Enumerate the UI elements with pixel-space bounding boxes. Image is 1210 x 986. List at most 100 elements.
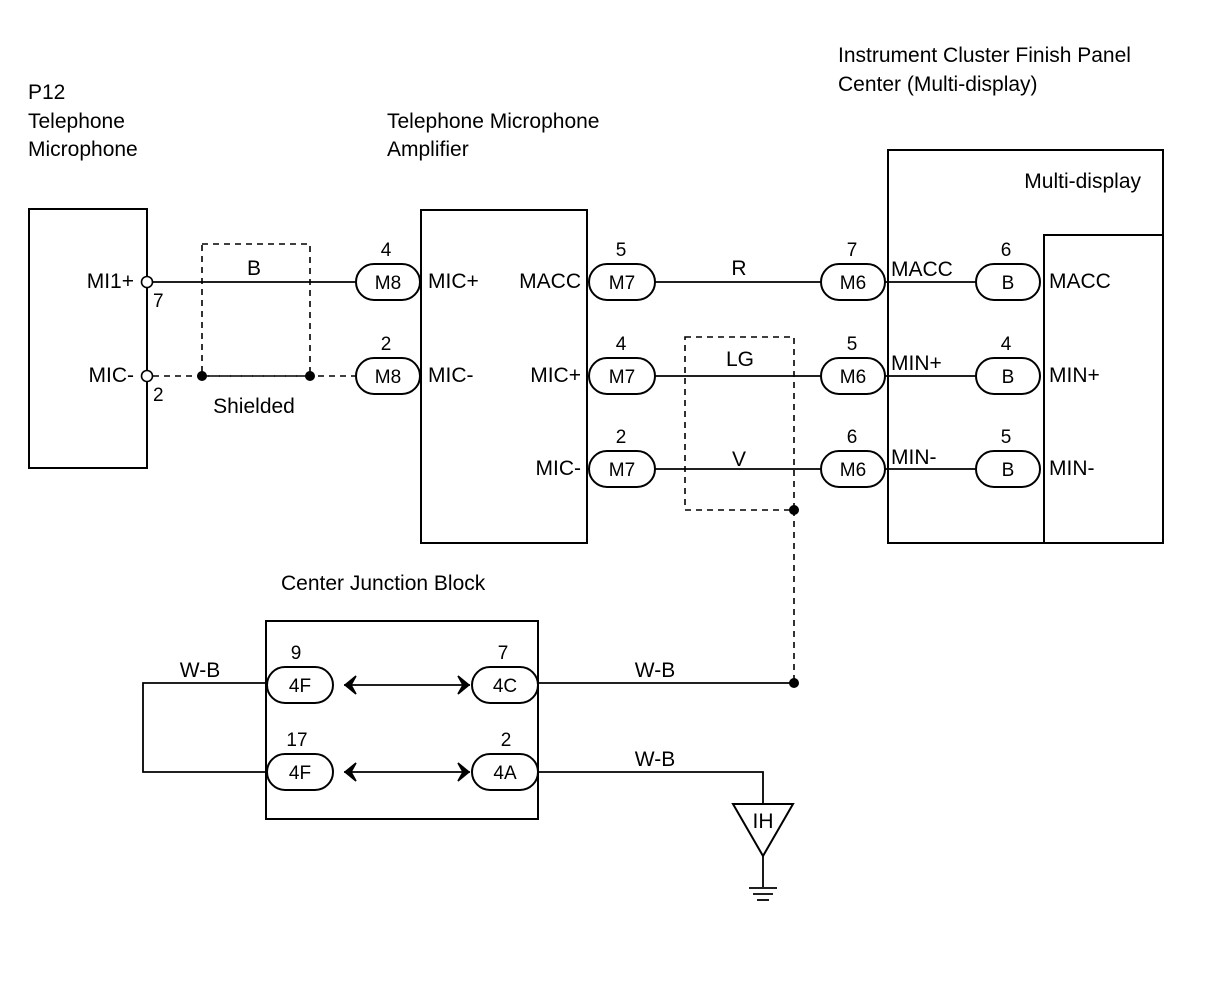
shielded-label: Shielded [213,395,295,418]
connector-m8-pin2: M8 2 [355,334,421,395]
connector-m6-pin6-name: M6 [840,460,866,481]
p12-code: P12 [28,81,65,104]
p12-pin-2-number: 2 [153,385,164,406]
connector-m8-pin4-number: 4 [381,240,392,261]
junction-arrow-left-top [343,675,357,695]
connector-4a-pin2-number: 2 [501,730,512,751]
connector-m6-pin7: M6 7 [820,240,886,301]
ground-point-label: IH [753,810,774,833]
connector-m8-pin4: M8 4 [355,240,421,301]
connector-m8-pin4-name: M8 [375,273,401,294]
connector-m7-pin2: M7 2 [588,427,656,488]
connector-b-pin4-name: B [1002,367,1015,388]
connector-m7-pin2-number: 2 [616,427,627,448]
connector-m6-pin7-number: 7 [847,240,858,261]
connector-4f-pin17: 4F 17 [266,730,334,791]
wire-wb-ground [538,771,764,804]
amp-name-line2: Amplifier [387,138,469,161]
connector-m8-pin2-name: M8 [375,367,401,388]
p12-terminal-mic-minus [140,369,154,383]
junction-arrow-right-top [457,675,471,695]
multi-display-pin-macc: MACC [1049,270,1111,293]
connector-m6-pin7-name: M6 [840,273,866,294]
amp-pin-mic-plus-in: MIC+ [428,270,479,293]
connector-m7-pin4-number: 4 [616,334,627,355]
connector-4a-pin2: 4A 2 [471,730,539,791]
connector-b-pin6-body [975,263,1041,301]
connector-m7-pin5-number: 5 [616,240,627,261]
junction-arrow-left-bottom [343,762,357,782]
connector-m7-pin5-name: M7 [609,273,635,294]
cluster-name-line2: Center (Multi-display) [838,73,1038,96]
connector-m6-pin5-name: M6 [840,367,866,388]
junction-block-box [265,620,539,820]
cluster-name-line1: Instrument Cluster Finish Panel [838,44,1131,67]
connector-m6-pin6: M6 6 [820,427,886,488]
multi-display-inner-box [1043,234,1164,544]
p12-pin-7-number: 7 [153,291,164,312]
connector-4a-pin2-name: 4A [493,763,517,784]
connector-4c-pin7-name: 4C [493,676,517,697]
connector-m7-pin2-name: M7 [609,460,635,481]
cluster-pin-min-minus: MIN- [891,446,937,469]
connector-m6-pin5-number: 5 [847,334,858,355]
amp-pin-mic-minus-in: MIC- [428,364,474,387]
amp-pin-macc: MACC [519,270,581,293]
connector-4c-pin7: 4C 7 [471,643,539,704]
connector-m8-pin2-body [355,357,421,395]
multi-display-pin-min-minus: MIN- [1049,457,1095,480]
wire-wb-top-label: W-B [635,659,675,682]
wire-lg-label: LG [726,348,754,371]
connector-b-pin4-number: 4 [1001,334,1012,355]
connector-b-pin6-name: B [1002,273,1015,294]
p12-microphone-box [28,208,148,469]
connector-4f-pin17-number: 17 [286,730,307,751]
junction-block-title: Center Junction Block [281,572,486,595]
connector-4c-pin7-number: 7 [498,643,509,664]
connector-b-pin5-name: B [1002,460,1015,481]
multi-display-pin-min-plus: MIN+ [1049,364,1100,387]
connector-4f-pin9-body [266,666,334,704]
wire-v-label: V [732,448,746,471]
connector-b-pin4: B 4 [975,334,1041,395]
wire-r-label: R [731,257,746,280]
connector-m6-pin6-number: 6 [847,427,858,448]
ground-point-ih-icon [731,803,795,859]
cluster-pin-min-plus: MIN+ [891,352,942,375]
connector-m7-pin4-name: M7 [609,367,635,388]
shield-junction-dot-left [197,371,207,381]
amplifier-box [420,209,588,544]
wire-b-label: B [247,257,261,280]
wire-wb-left-label: W-B [180,659,220,682]
shield-enclosure-output [684,336,795,511]
connector-m7-pin4: M7 4 [588,334,656,395]
p12-name-line2: Microphone [28,138,138,161]
p12-pin-mic-minus-label: MIC- [89,364,135,387]
connector-b-pin6-number: 6 [1001,240,1012,261]
connector-m8-pin4-body [355,263,421,301]
connector-b-pin4-body [975,357,1041,395]
p12-terminal-mi1-plus [140,275,154,289]
amp-pin-mic-minus-out: MIC- [536,457,582,480]
connector-m6-pin5: M6 5 [820,334,886,395]
shield-junction-dot-right [305,371,315,381]
connector-b-pin5-number: 5 [1001,427,1012,448]
connector-m8-pin2-number: 2 [381,334,392,355]
connector-b-pin5: B 5 [975,427,1041,488]
shield-ground-junction-dot [789,678,799,688]
p12-name-line1: Telephone [28,110,125,133]
amp-name-line1: Telephone Microphone [387,110,599,133]
junction-arrow-right-bottom [457,762,471,782]
connector-4f-pin9: 4F 9 [266,643,334,704]
wire-wb-bottom-label: W-B [635,748,675,771]
wire-wb-loop [142,682,267,773]
connector-4f-pin17-name: 4F [289,763,311,784]
connector-b-pin6: B 6 [975,240,1041,301]
amp-pin-mic-plus-out: MIC+ [530,364,581,387]
cluster-pin-macc: MACC [891,258,953,281]
connector-m7-pin5: M7 5 [588,240,656,301]
connector-4f-pin9-number: 9 [291,643,302,664]
p12-pin-mi1-plus-label: MI1+ [87,270,134,293]
connector-b-pin5-body [975,450,1041,488]
